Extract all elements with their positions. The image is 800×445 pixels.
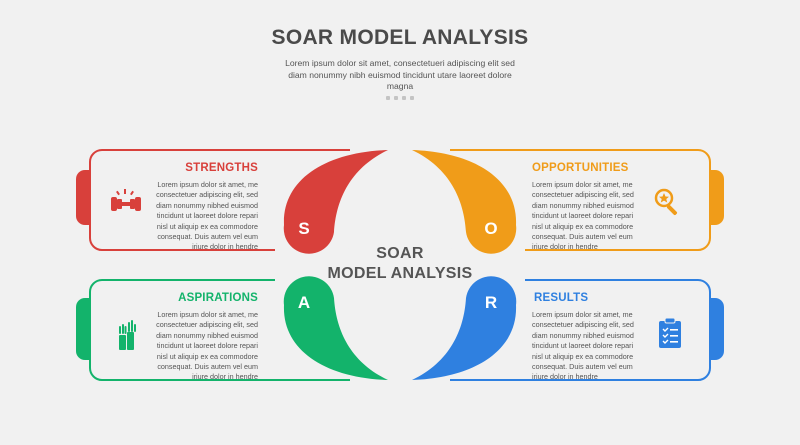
dumbbell-icon — [111, 189, 141, 211]
aspirations-petal — [283, 276, 388, 380]
center-label-line2: MODEL ANALYSIS — [327, 265, 473, 282]
clipboard-checklist-icon — [659, 317, 681, 348]
dot — [386, 96, 390, 100]
dot — [410, 96, 414, 100]
page-title: SOAR MODEL ANALYSIS — [271, 26, 529, 49]
dot — [394, 96, 398, 100]
opportunities-card-border — [450, 149, 711, 251]
strengths-petal — [283, 150, 388, 254]
strengths-title: STRENGTHS — [185, 162, 258, 174]
aspirations-title: ASPIRATIONS — [178, 292, 258, 304]
dot — [402, 96, 406, 100]
results-letter: R — [484, 293, 498, 312]
strengths-card-border — [89, 149, 350, 251]
opportunities-letter: O — [484, 219, 498, 238]
opportunities-body: Lorem ipsum dolor sit amet, me consectet… — [532, 180, 634, 252]
strengths-body: Lorem ipsum dolor sit amet, me consectet… — [156, 180, 258, 252]
aspirations-letter: A — [297, 293, 311, 312]
raised-hands-icon — [119, 320, 136, 350]
aspirations-body: Lorem ipsum dolor sit amet, me consectet… — [156, 310, 258, 382]
strengths-letter: S — [298, 219, 310, 238]
results-title: RESULTS — [534, 292, 589, 304]
page-subtitle: Lorem ipsum dolor sit amet, consectetuer… — [285, 58, 515, 91]
aspirations-card-border — [89, 279, 350, 381]
results-petal — [412, 276, 517, 380]
magnifier-star-icon — [654, 188, 678, 216]
results-card-border — [450, 279, 711, 381]
opportunities-petal — [412, 150, 517, 254]
opportunities-title: OPPORTUNITIES — [532, 162, 629, 174]
results-body: Lorem ipsum dolor sit amet, me consectet… — [532, 310, 634, 382]
pagination-dots — [0, 96, 800, 100]
center-label-line1: SOAR — [376, 245, 424, 262]
